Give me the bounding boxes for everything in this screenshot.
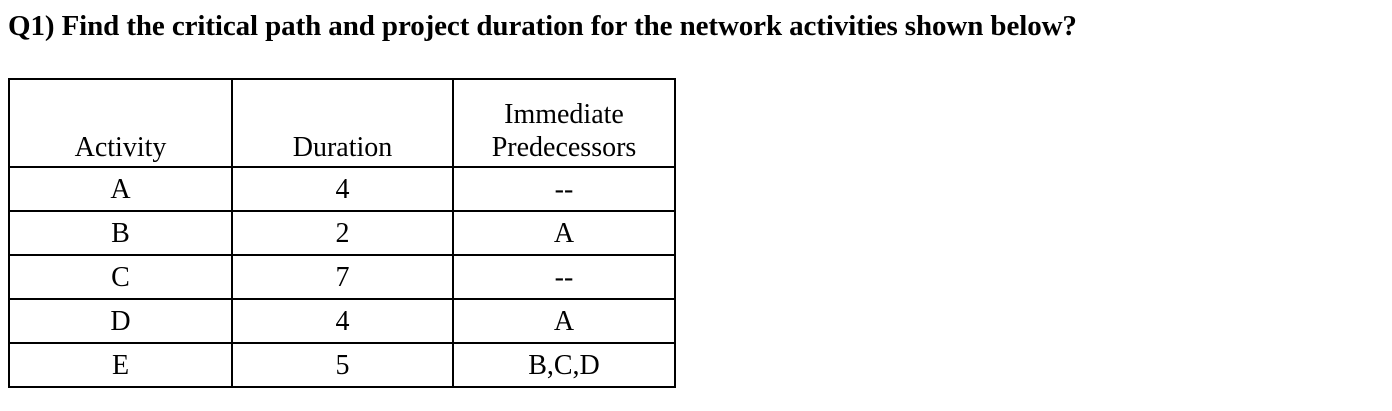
cell-duration: 7	[231, 254, 454, 300]
question-title: Q1) Find the critical path and project d…	[8, 10, 1077, 42]
cell-activity: D	[8, 298, 233, 344]
cell-predecessors: A	[452, 298, 676, 344]
cell-duration: 4	[231, 298, 454, 344]
header-activity: Activity	[8, 78, 233, 168]
cell-predecessors: B,C,D	[452, 342, 676, 388]
table-row: B 2 A	[8, 210, 676, 256]
header-duration: Duration	[231, 78, 454, 168]
table-row: E 5 B,C,D	[8, 342, 676, 388]
table-row: D 4 A	[8, 298, 676, 344]
header-duration-label: Duration	[292, 132, 393, 163]
table-row: C 7 --	[8, 254, 676, 300]
cell-duration: 2	[231, 210, 454, 256]
header-predecessors: Immediate Predecessors	[452, 78, 676, 168]
header-activity-label: Activity	[74, 132, 167, 163]
activity-table: Activity Duration Immediate Predecessors…	[8, 78, 676, 388]
cell-predecessors: --	[452, 166, 676, 212]
header-predecessors-line2: Predecessors	[491, 132, 637, 163]
cell-activity: E	[8, 342, 233, 388]
table-row: A 4 --	[8, 166, 676, 212]
cell-predecessors: A	[452, 210, 676, 256]
cell-duration: 5	[231, 342, 454, 388]
cell-activity: C	[8, 254, 233, 300]
cell-activity: A	[8, 166, 233, 212]
header-predecessors-line1: Immediate	[504, 99, 624, 130]
cell-activity: B	[8, 210, 233, 256]
table-header-row: Activity Duration Immediate Predecessors	[8, 78, 676, 168]
cell-predecessors: --	[452, 254, 676, 300]
cell-duration: 4	[231, 166, 454, 212]
